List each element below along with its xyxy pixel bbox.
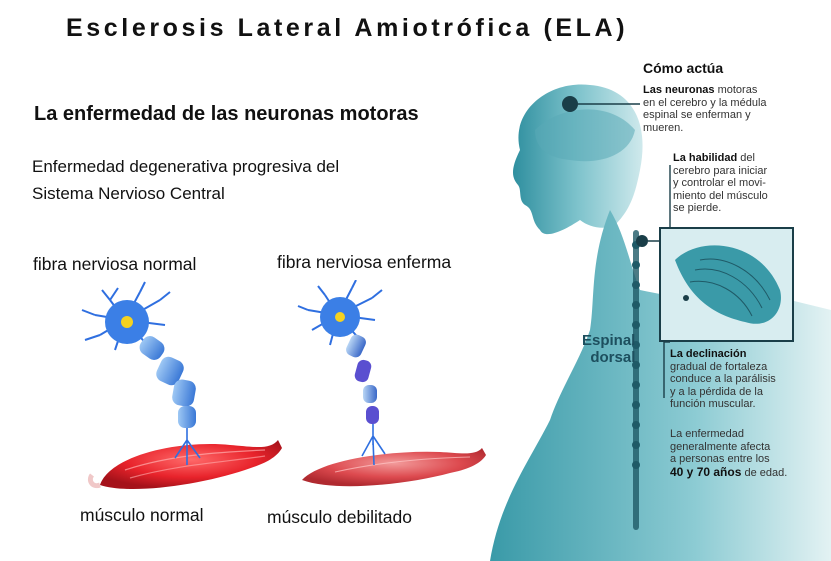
- note-declinacion: La declinación gradual de fortaleza cond…: [670, 348, 776, 411]
- note-declinacion-l4: y a la pérdida de la: [670, 385, 763, 398]
- weak-muscle: [302, 448, 486, 487]
- note-edad-rest: de edad.: [741, 466, 788, 479]
- note-habilidad-l5: se pierde.: [673, 202, 722, 214]
- note-declinacion-bold: La declinación: [670, 348, 747, 360]
- note-habilidad-l2: cerebro para iniciar: [673, 164, 768, 177]
- note-declinacion-l2: gradual de fortaleza: [670, 360, 768, 373]
- normal-muscle: [87, 440, 282, 490]
- note-neuronas: Las neuronas motoras en el cerebro y la …: [643, 84, 767, 134]
- human-torso: [490, 210, 831, 561]
- human-head: [513, 84, 643, 235]
- subtitle: La enfermedad de las neuronas motoras: [34, 103, 419, 125]
- note-habilidad-l1: del: [737, 152, 755, 164]
- normal-fiber-label: fibra nerviosa normal: [33, 254, 197, 274]
- note-neuronas-bold: Las neuronas: [643, 84, 715, 96]
- brain: [535, 109, 635, 162]
- note-habilidad-l4: miento del músculo: [673, 189, 768, 202]
- description-line-2: Sistema Nervioso Central: [32, 184, 225, 203]
- body-illustration: [490, 84, 831, 561]
- note-neuronas-l4: mueren.: [643, 121, 684, 134]
- spine-marker: [636, 235, 648, 247]
- note-edad-l3: a personas entre los: [670, 453, 770, 465]
- note-habilidad-l3: y controlar el movi-: [673, 177, 766, 189]
- note-neuronas-l3: espinal se enferman y: [643, 109, 751, 121]
- weak-muscle-label: músculo debilitado: [267, 507, 412, 527]
- description-line-1: Enfermedad degenerativa progresiva del: [32, 157, 340, 176]
- note-neuronas-l2: en el cerebro y la médula: [643, 96, 767, 109]
- note-edad: La enfermedad generalmente afecta a pers…: [670, 428, 787, 479]
- spinal-cord: [632, 230, 640, 530]
- note-edad-l1: La enfermedad: [670, 428, 744, 440]
- note-edad-l2: generalmente afecta: [670, 440, 771, 453]
- note-declinacion-l5: función muscular.: [670, 398, 756, 410]
- normal-nucleus: [121, 316, 133, 328]
- spinal-label-line-1: Espinal: [582, 332, 636, 349]
- normal-axon: [139, 336, 201, 465]
- note-declinacion-l3: conduce a la parálisis: [670, 373, 776, 385]
- note-habilidad-bold: La habilidad: [673, 152, 738, 164]
- sick-nucleus: [335, 312, 345, 322]
- sick-neuron-diagram: [297, 280, 486, 487]
- note-habilidad: La habilidad del cerebro para iniciar y …: [673, 152, 768, 215]
- spinal-dorsal-label: Espinal dorsal: [582, 332, 635, 366]
- spinal-label-line-2: dorsal: [590, 349, 636, 366]
- brain-marker: [562, 96, 578, 112]
- sick-axon: [346, 334, 386, 466]
- sick-fiber-label: fibra nerviosa enferma: [277, 252, 452, 272]
- normal-muscle-label: músculo normal: [80, 505, 204, 525]
- muscle-inset: [659, 227, 794, 342]
- note-edad-bold: 40 y 70 años: [670, 464, 742, 479]
- como-actua-heading: Cómo actúa: [643, 60, 724, 76]
- main-title: Esclerosis Lateral Amiotrófica (ELA): [66, 14, 629, 42]
- note-neuronas-l1: motoras: [714, 84, 758, 96]
- normal-neuron-diagram: [81, 281, 282, 490]
